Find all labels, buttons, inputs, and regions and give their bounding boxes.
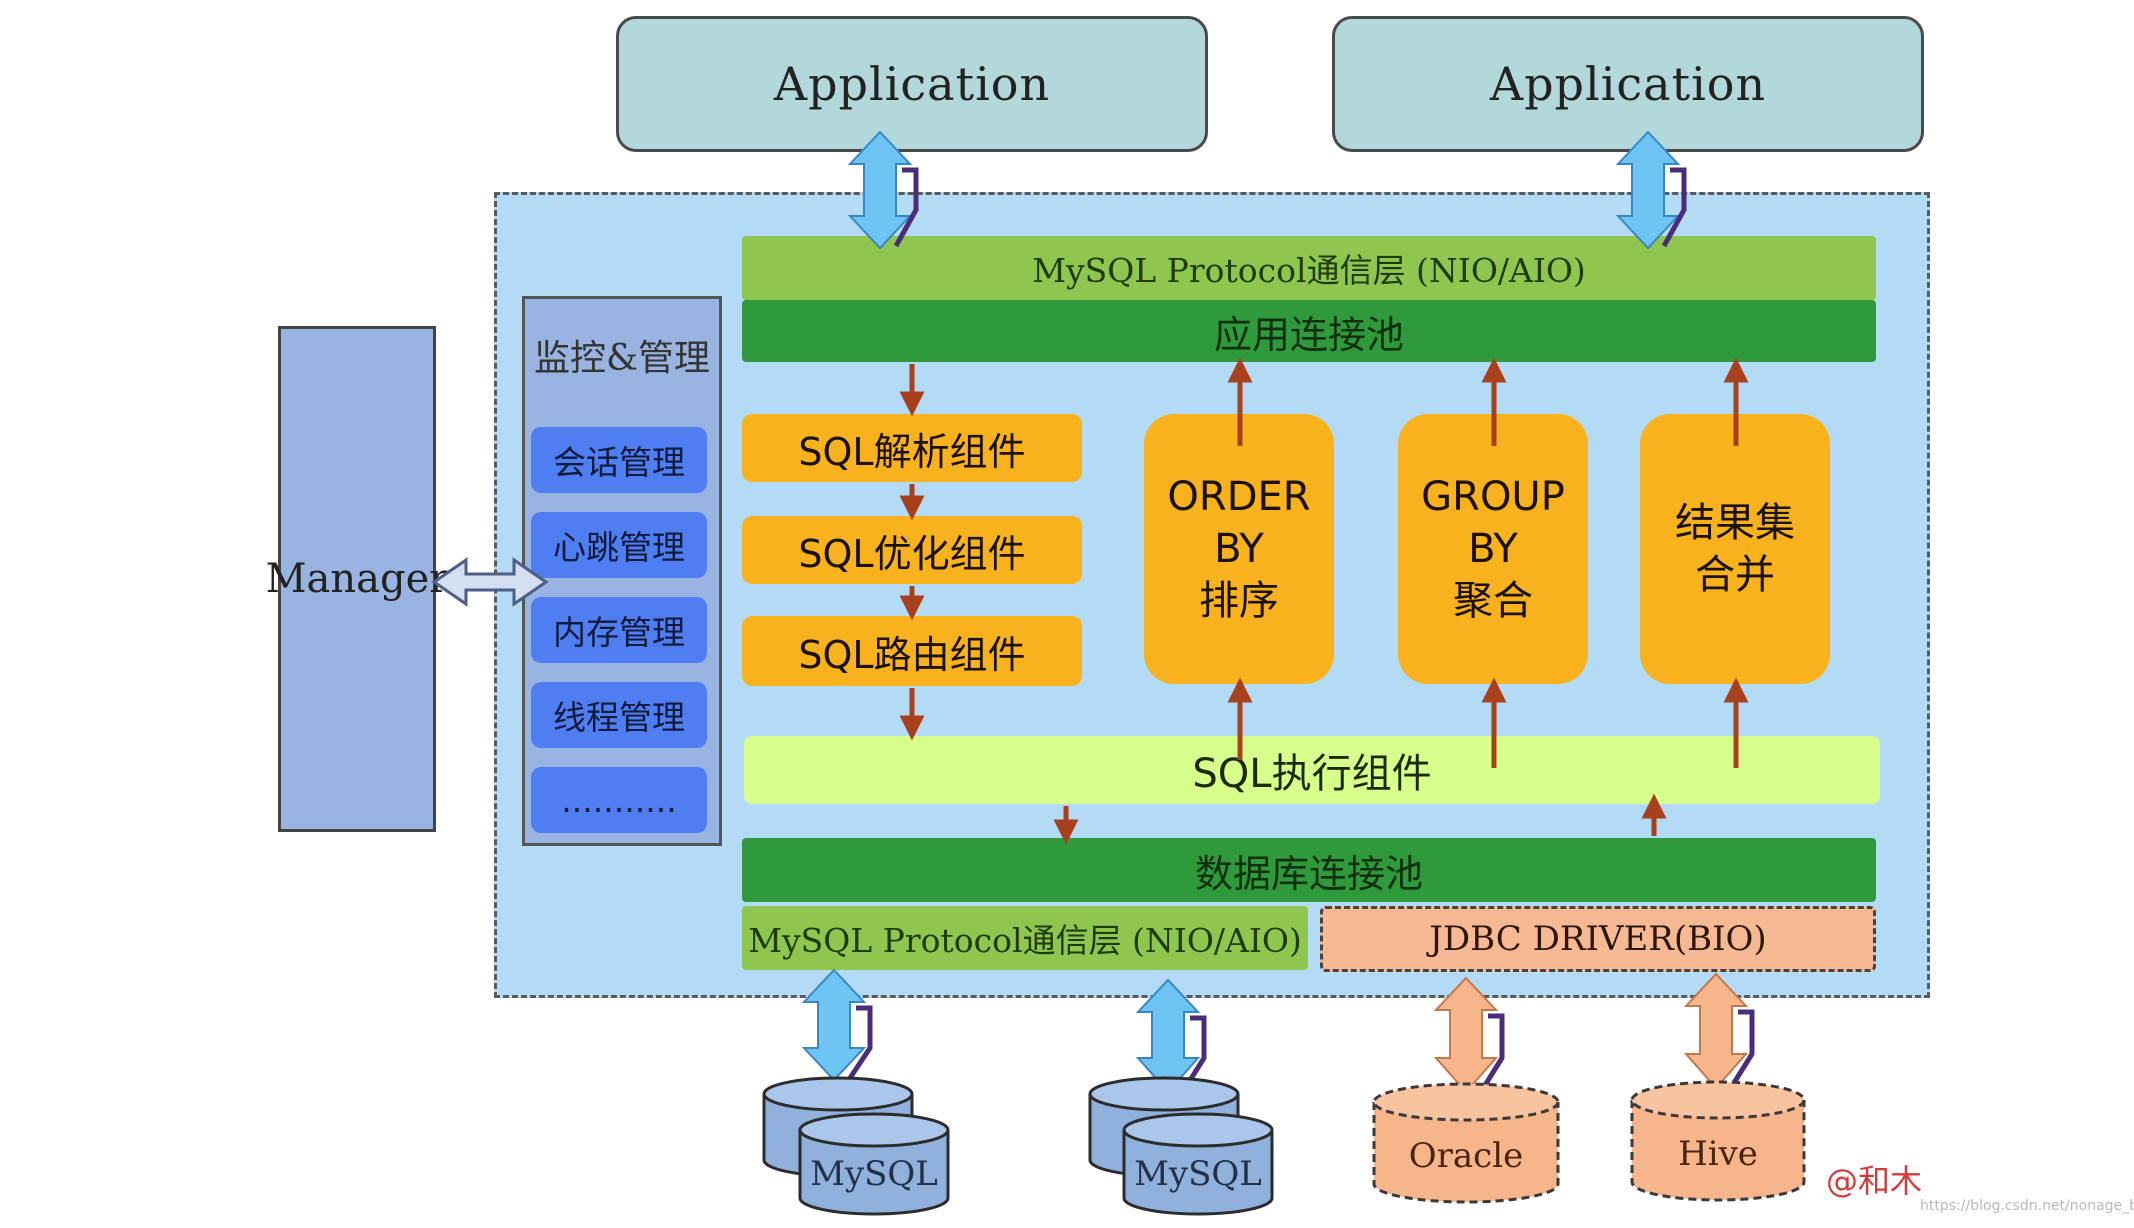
manager-label: Manager [265, 556, 449, 602]
manager-monitor-arrow [431, 557, 549, 607]
order-by-line2: 排序 [1199, 578, 1279, 624]
group-by-line2: 聚合 [1453, 578, 1533, 624]
more-items: ........... [531, 767, 707, 833]
mysql-database-icon-2 [1088, 1076, 1274, 1216]
order-by-block: ORDER BY 排序 [1144, 414, 1334, 684]
jdbc-driver-label: JDBC DRIVER(BIO) [1429, 919, 1767, 959]
result-merge-line2: 合并 [1695, 552, 1775, 598]
sql-optimizer-component: SQL优化组件 [742, 516, 1082, 584]
oracle-database-icon [1372, 1082, 1560, 1204]
session-management-item: 会话管理 [531, 427, 707, 493]
top-protocol-layer: MySQL Protocol通信层 (NIO/AIO) [742, 236, 1876, 300]
result-merge-block: 结果集 合并 [1640, 414, 1830, 684]
double-arrow-mysql2 [1135, 978, 1207, 1094]
source-url-watermark: https://blog.csdn.net/nonage_bread [1920, 1198, 2134, 1214]
sql-parser-component: SQL解析组件 [742, 414, 1082, 482]
application-box-1: Application [616, 16, 1208, 152]
db-connection-pool-label: 数据库连接池 [1194, 851, 1423, 896]
flow-arrows [899, 357, 1749, 845]
db-connection-pool: 数据库连接池 [742, 838, 1876, 902]
monitor-title: 监控&管理 [533, 338, 711, 379]
group-by-line1: GROUP BY [1421, 474, 1565, 572]
author-watermark: @和木 [1826, 1162, 1923, 1200]
jdbc-driver-layer: JDBC DRIVER(BIO) [1320, 906, 1876, 972]
bottom-protocol-layer: MySQL Protocol通信层 (NIO/AIO) [742, 906, 1308, 970]
hive-label: Hive [1678, 1134, 1758, 1174]
memory-management-item: 内存管理 [531, 597, 707, 663]
bottom-protocol-label: MySQL Protocol通信层 (NIO/AIO) [748, 921, 1302, 960]
group-by-block: GROUP BY 聚合 [1398, 414, 1588, 684]
oracle-label: Oracle [1408, 1136, 1524, 1176]
double-arrow-app1 [847, 130, 919, 250]
mysql-label-2: MySQL [1134, 1154, 1262, 1194]
double-arrow-hive [1683, 972, 1755, 1090]
double-arrow-oracle [1433, 976, 1505, 1094]
app-connection-pool-label: 应用连接池 [1213, 312, 1404, 357]
sql-router-component: SQL路由组件 [742, 616, 1082, 686]
top-protocol-label: MySQL Protocol通信层 (NIO/AIO) [1032, 251, 1586, 290]
sql-router-label: SQL路由组件 [798, 632, 1026, 677]
sql-executor-component: SQL执行组件 [744, 736, 1880, 804]
order-by-line1: ORDER BY [1167, 474, 1311, 572]
double-arrow-app2 [1615, 130, 1687, 250]
sql-optimizer-label: SQL优化组件 [798, 531, 1026, 576]
manager-box: Manager [266, 326, 448, 832]
double-arrow-mysql1 [801, 968, 873, 1082]
app-connection-pool: 应用连接池 [742, 300, 1876, 362]
thread-management-item: 线程管理 [531, 682, 707, 748]
sql-parser-label: SQL解析组件 [798, 429, 1026, 474]
mysql-database-icon-1 [762, 1076, 950, 1216]
result-merge-line1: 结果集 [1675, 500, 1795, 546]
sql-executor-label: SQL执行组件 [1192, 751, 1432, 797]
heartbeat-management-item: 心跳管理 [531, 512, 707, 578]
application-label: Application [1489, 57, 1767, 111]
application-label: Application [773, 57, 1051, 111]
hive-database-icon [1630, 1080, 1806, 1202]
mysql-label-1: MySQL [810, 1154, 938, 1194]
application-box-2: Application [1332, 16, 1924, 152]
